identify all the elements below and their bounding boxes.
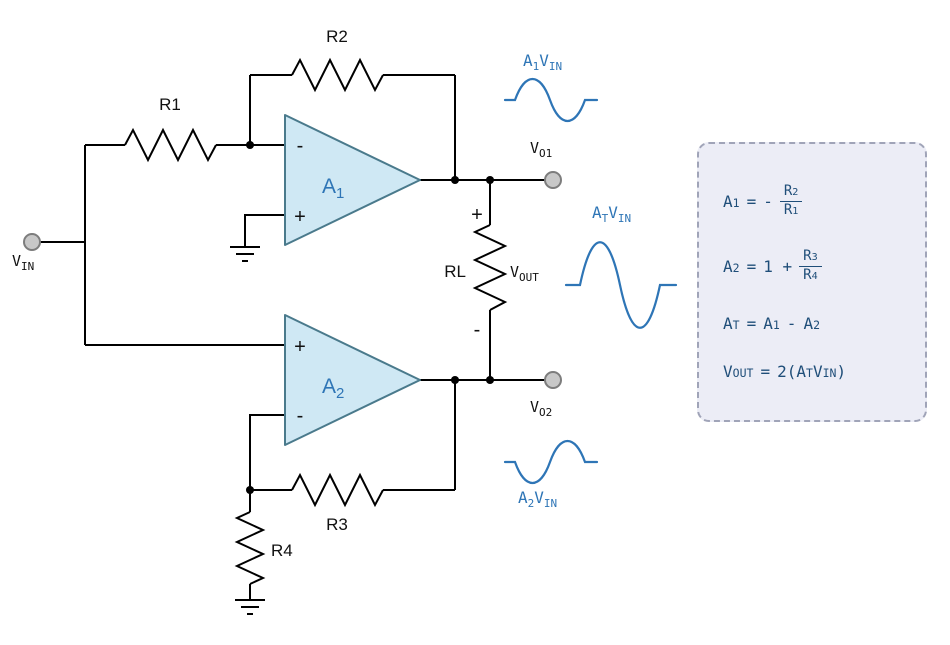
r1-label: R1 (159, 95, 181, 114)
equals-sign: = (746, 191, 757, 211)
a2-noninverting-input-sign: + (294, 336, 306, 358)
junction-dot (451, 376, 459, 384)
vout-minus-sign: - (474, 319, 481, 341)
sine-wave-top (503, 78, 599, 122)
wires (40, 74, 545, 600)
sine-wave-mid (564, 241, 678, 329)
junction-dot (486, 176, 494, 184)
equals-sign: = (746, 313, 757, 333)
vin-terminal (23, 233, 41, 251)
resistor-r3 (291, 472, 384, 508)
resistor-r2 (291, 57, 384, 93)
r4-label: R4 (271, 541, 293, 560)
vo2-terminal (544, 371, 562, 389)
junction-dot (486, 376, 494, 384)
resistor-r4 (234, 511, 266, 585)
resistor-r1 (124, 127, 217, 163)
wave-top-label: A1VIN (523, 51, 562, 73)
equals-sign: = (760, 361, 771, 381)
opamp-a2 (284, 314, 421, 446)
r3-label: R3 (326, 515, 348, 534)
one-plus: 1 + (763, 256, 793, 276)
minus-operator: - (786, 313, 797, 333)
r2-label: R2 (326, 27, 348, 46)
junction-dot (451, 176, 459, 184)
vo2-label: VO2 (530, 398, 552, 419)
junction-dot (246, 486, 254, 494)
ground-symbol-r4 (235, 599, 265, 615)
minus-sign: - (763, 191, 773, 211)
a2-inverting-input-sign: - (297, 405, 304, 427)
resistor-rl (472, 224, 508, 311)
wire-a1-plus-ground (244, 214, 285, 247)
a1-inverting-input-sign: - (297, 135, 304, 157)
vout-plus-sign: + (471, 204, 483, 226)
vo1-terminal (544, 171, 562, 189)
opamp-a1 (284, 114, 421, 246)
vin-label: VIN (12, 252, 34, 273)
ground-symbol-a1 (230, 246, 260, 262)
rl-label: RL (444, 262, 466, 281)
a1-noninverting-input-sign: + (294, 206, 306, 228)
wave-mid-label: ATVIN (592, 203, 631, 225)
wave-bottom-label: A2VIN (518, 488, 557, 510)
opamp-a1-label: A1 (322, 175, 344, 202)
sine-wave-bottom (503, 440, 599, 484)
junction-dots (246, 141, 494, 494)
junction-dot (246, 141, 254, 149)
wire-a2-minus (249, 414, 285, 490)
opamp-a2-label: A2 (322, 375, 344, 402)
equals-sign: = (746, 256, 757, 276)
vo1-label: VO1 (530, 139, 552, 160)
vout-label: VOUT (510, 263, 539, 284)
